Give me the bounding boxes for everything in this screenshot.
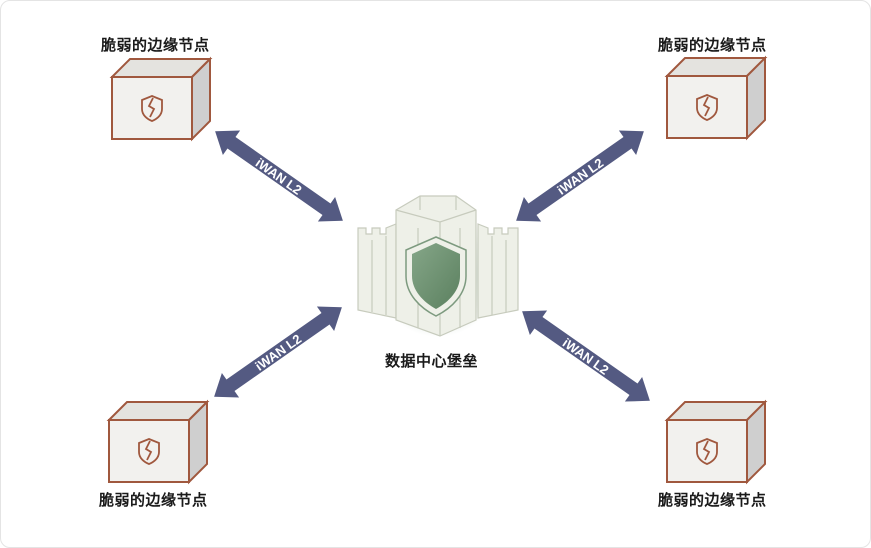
link-arrow-bottom-right: iWAN L2 [513,298,659,414]
link-label-bottom-right: iWAN L2 [560,335,612,378]
edge-node-label-top-right: 脆弱的边缘节点 [658,36,767,54]
link-arrow-top-right: iWAN L2 [507,118,653,234]
broken-shield-icon [108,401,208,483]
edge-node-label-bottom-left: 脆弱的边缘节点 [99,491,208,509]
edge-node-bottom-right [666,401,766,483]
edge-node-top-right [666,57,766,139]
link-label-top-right: iWAN L2 [554,155,606,198]
edge-node-label-bottom-right: 脆弱的边缘节点 [658,491,767,509]
broken-shield-icon [111,58,211,140]
link-label-bottom-left: iWAN L2 [252,331,304,374]
link-label-top-left: iWAN L2 [253,155,305,198]
center-label: 数据中心堡垒 [385,352,479,370]
edge-node-label-top-left: 脆弱的边缘节点 [101,36,210,54]
edge-node-bottom-left [108,401,208,483]
broken-shield-icon [666,57,766,139]
broken-shield-icon [666,401,766,483]
shield-icon [405,236,467,317]
link-arrow-top-left: iWAN L2 [206,118,352,234]
link-arrow-bottom-left: iWAN L2 [205,294,351,410]
edge-node-top-left [111,58,211,140]
